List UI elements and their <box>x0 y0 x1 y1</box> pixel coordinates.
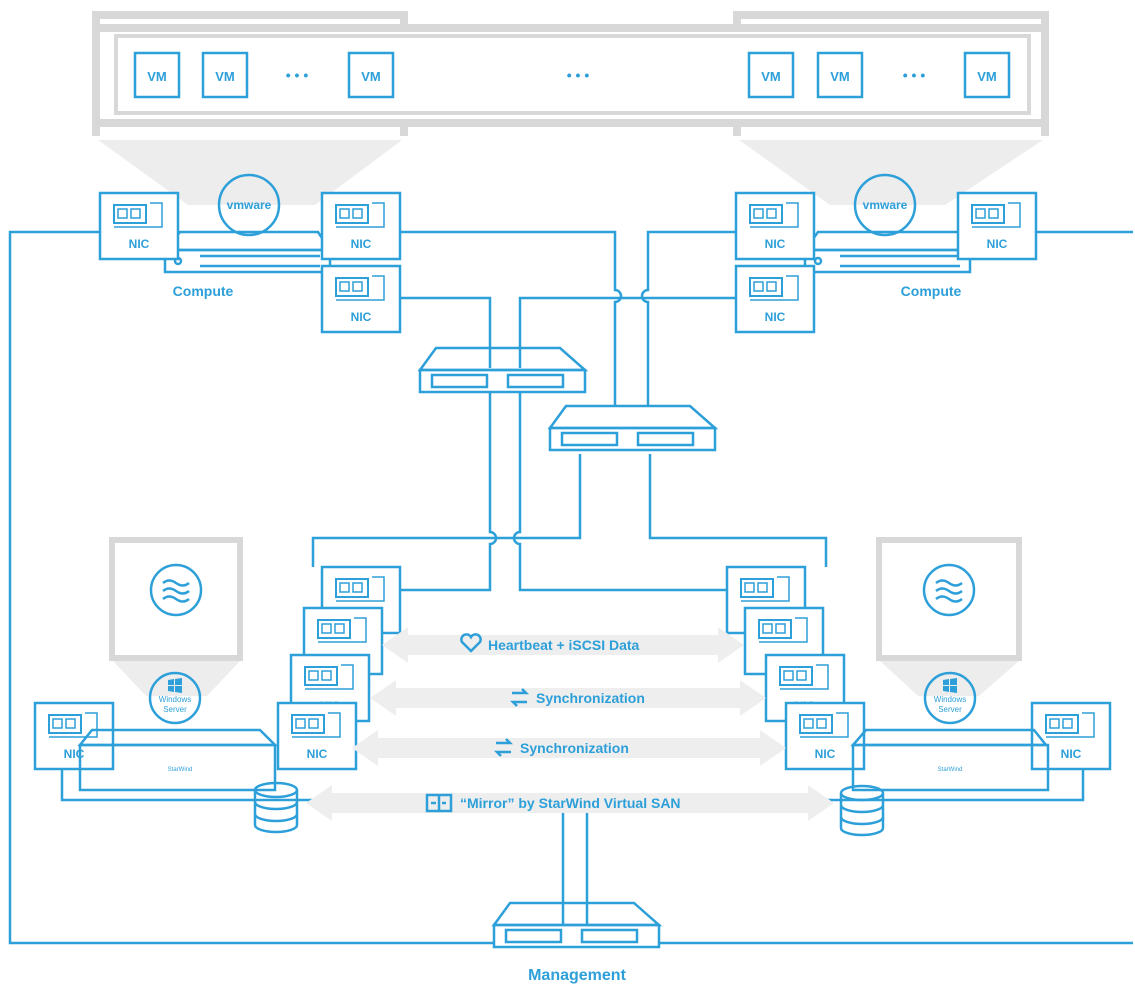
svg-text:VM: VM <box>977 69 997 84</box>
wave-icon <box>162 579 190 603</box>
windows-badge-right <box>923 671 977 725</box>
vm-ellipsis-right: • • • <box>903 67 926 83</box>
switch-1 <box>417 346 589 394</box>
nic-cards: NICNICNICNICNICNICNICNICNICNICNICNICNICN… <box>33 191 1112 771</box>
vm-box-4: VM <box>747 51 795 99</box>
windows-logo-icon <box>168 678 182 693</box>
nic-label: NIC <box>351 237 372 251</box>
sync-arrows-icon <box>509 688 530 707</box>
nic-card: NIC <box>784 701 866 771</box>
nic-label: NIC <box>987 237 1008 251</box>
vm-box-1: VM <box>133 51 181 99</box>
vm-ellipsis-middle: • • • <box>567 67 590 83</box>
compute-label-right: Compute <box>901 283 962 299</box>
svg-text:VM: VM <box>361 69 381 84</box>
nic-label: NIC <box>307 747 328 761</box>
vm-pool-frame <box>92 11 1049 205</box>
svg-text:Synchronization: Synchronization <box>536 690 645 706</box>
heart-icon <box>460 633 482 653</box>
link-heartbeat: Heartbeat + iSCSI Data <box>382 627 744 663</box>
svg-text:Windows: Windows <box>934 695 966 704</box>
vmware-logo-left: vmware <box>227 198 272 212</box>
windows-badge-left <box>148 671 202 725</box>
starwind-frame-right <box>876 537 1022 696</box>
database-icon <box>839 784 885 837</box>
svg-text:Windows: Windows <box>159 695 191 704</box>
svg-text:Synchronization: Synchronization <box>520 740 629 756</box>
nic-card: NIC <box>320 191 402 261</box>
vm-box-6: VM <box>963 51 1011 99</box>
nic-label: NIC <box>765 237 786 251</box>
compute-label-left: Compute <box>173 283 234 299</box>
link-mirror: “Mirror” by StarWind Virtual SAN <box>306 785 834 821</box>
management-switch <box>491 901 663 949</box>
vmware-logo-right: vmware <box>863 198 908 212</box>
svg-text:VM: VM <box>761 69 781 84</box>
mirror-icon <box>425 793 453 813</box>
svg-text:Server: Server <box>163 705 187 714</box>
svg-text:Server: Server <box>938 705 962 714</box>
nic-card: NIC <box>276 701 358 771</box>
nic-card: NIC <box>956 191 1038 261</box>
svg-text:StarWind: StarWind <box>938 767 963 773</box>
storage-server-right: StarWind Windows Server <box>850 671 1050 792</box>
sync-arrows-icon <box>493 738 514 757</box>
nic-label: NIC <box>815 747 836 761</box>
nic-label: NIC <box>64 747 85 761</box>
network-wires <box>8 230 1133 945</box>
database-icon <box>253 781 299 834</box>
vmware-badge-left <box>217 173 281 237</box>
svg-text:“Mirror” by StarWind Virtual S: “Mirror” by StarWind Virtual SAN <box>460 795 681 811</box>
starwind-frame-left <box>109 537 243 696</box>
nic-card: NIC <box>734 191 816 261</box>
windows-logo-icon <box>943 678 957 693</box>
wave-icon <box>935 579 963 603</box>
switch-2 <box>547 404 719 452</box>
nic-card: NIC <box>33 701 115 771</box>
vm-box-2: VM <box>201 51 249 99</box>
nic-label: NIC <box>765 310 786 324</box>
storage-server-left: StarWind Windows Server <box>77 671 279 792</box>
svg-text:VM: VM <box>215 69 235 84</box>
svg-text:StarWind: StarWind <box>168 767 193 773</box>
nic-label: NIC <box>351 310 372 324</box>
management-label: Management <box>528 967 626 984</box>
nic-card: NIC <box>1030 701 1112 771</box>
svg-text:Heartbeat + iSCSI Data: Heartbeat + iSCSI Data <box>488 637 640 653</box>
vmware-badge-right <box>853 173 917 237</box>
nic-card: NIC <box>734 264 816 334</box>
nic-card: NIC <box>320 264 402 334</box>
nic-label: NIC <box>1061 747 1082 761</box>
nic-label: NIC <box>129 237 150 251</box>
vm-ellipsis-left: • • • <box>286 67 309 83</box>
vm-box-3: VM <box>347 51 395 99</box>
vm-box-5: VM <box>816 51 864 99</box>
link-sync-1: Synchronization <box>370 680 766 716</box>
nic-card: NIC <box>98 191 180 261</box>
svg-text:VM: VM <box>147 69 167 84</box>
link-sync-2: Synchronization <box>352 730 786 766</box>
svg-text:VM: VM <box>830 69 850 84</box>
